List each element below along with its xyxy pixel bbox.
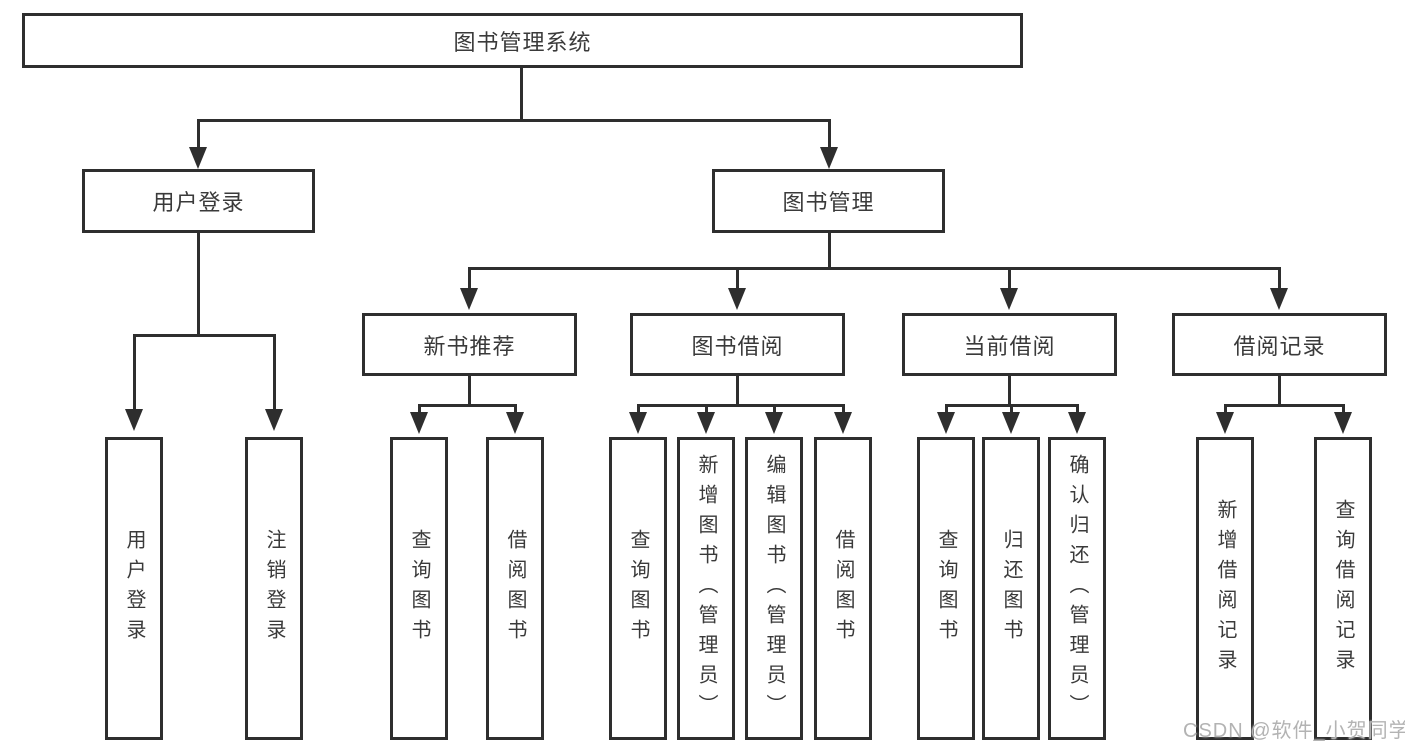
connector-line	[197, 119, 200, 150]
leaf-borrow-book: 借阅图书	[814, 437, 872, 740]
connector-line	[1076, 404, 1079, 413]
connector-line	[1224, 404, 1227, 413]
connector-line	[828, 119, 831, 150]
leaf-current-confirm: 确认归还（管理员）	[1048, 437, 1106, 740]
connector-line	[1224, 404, 1345, 407]
connector-line	[842, 404, 845, 413]
arrowhead-down-icon	[629, 412, 647, 434]
leaf-newbook-query: 查询图书	[390, 437, 448, 740]
node-borrow-record-label: 借阅记录	[1233, 333, 1326, 359]
csdn-watermark: CSDN @软件_小贺同学	[1183, 720, 1405, 742]
connector-line	[133, 334, 276, 337]
connector-line	[828, 233, 831, 269]
leaf-borrow-query-label: 查询图书	[627, 528, 649, 649]
leaf-current-return-label: 归还图书	[1000, 528, 1022, 649]
node-user-login: 用户登录	[82, 169, 315, 233]
connector-line	[197, 119, 831, 122]
leaf-user-login: 用户登录	[105, 437, 163, 740]
connector-line	[1342, 404, 1345, 413]
arrowhead-down-icon	[189, 147, 207, 169]
arrowhead-down-icon	[728, 288, 746, 310]
arrowhead-down-icon	[265, 409, 283, 431]
arrowhead-down-icon	[410, 412, 428, 434]
node-root-label: 图书管理系统	[453, 29, 592, 55]
leaf-borrow-edit: 编辑图书（管理员）	[745, 437, 803, 740]
connector-line	[197, 233, 200, 336]
leaf-current-query-label: 查询图书	[935, 528, 957, 649]
leaf-logout: 注销登录	[245, 437, 303, 740]
leaf-current-return: 归还图书	[982, 437, 1040, 740]
connector-line	[468, 267, 471, 289]
arrowhead-down-icon	[834, 412, 852, 434]
connector-line	[1010, 404, 1013, 413]
node-book-management-label: 图书管理	[782, 190, 875, 215]
leaf-borrow-add: 新增图书（管理员）	[677, 437, 735, 740]
connector-line	[773, 404, 776, 413]
arrowhead-down-icon	[1068, 412, 1086, 434]
leaf-newbook-borrow-label: 借阅图书	[504, 528, 526, 649]
arrowhead-down-icon	[1334, 412, 1352, 434]
leaf-borrow-query: 查询图书	[609, 437, 667, 740]
connector-line	[1278, 376, 1281, 407]
leaf-user-login-label: 用户登录	[123, 528, 145, 649]
node-new-book-recommend: 新书推荐	[362, 313, 577, 376]
connector-line	[418, 404, 421, 413]
connector-line	[514, 404, 517, 413]
connector-line	[520, 68, 523, 120]
leaf-newbook-borrow: 借阅图书	[486, 437, 544, 740]
node-current-borrow: 当前借阅	[902, 313, 1117, 376]
leaf-current-confirm-label: 确认归还（管理员）	[1066, 453, 1088, 724]
connector-line	[468, 267, 1281, 270]
leaf-borrow-add-label: 新增图书（管理员）	[695, 453, 717, 724]
arrowhead-down-icon	[1216, 412, 1234, 434]
node-new-book-recommend-label: 新书推荐	[423, 333, 516, 359]
leaf-current-query: 查询图书	[917, 437, 975, 740]
connector-line	[945, 404, 948, 413]
arrowhead-down-icon	[937, 412, 955, 434]
connector-line	[1008, 267, 1011, 289]
arrowhead-down-icon	[820, 147, 838, 169]
node-book-borrow-label: 图书借阅	[691, 333, 784, 359]
connector-line	[1278, 267, 1281, 289]
connector-line	[736, 376, 739, 407]
connector-line	[736, 267, 739, 289]
arrowhead-down-icon	[125, 409, 143, 431]
node-user-login-label: 用户登录	[152, 190, 245, 215]
arrowhead-down-icon	[697, 412, 715, 434]
node-current-borrow-label: 当前借阅	[963, 333, 1056, 359]
leaf-record-query-label: 查询借阅记录	[1332, 498, 1354, 679]
node-borrow-record: 借阅记录	[1172, 313, 1387, 376]
leaf-record-add: 新增借阅记录	[1196, 437, 1254, 740]
connector-line	[273, 334, 276, 410]
node-root: 图书管理系统	[22, 13, 1023, 68]
leaf-logout-label: 注销登录	[263, 528, 285, 649]
leaf-borrow-edit-label: 编辑图书（管理员）	[763, 453, 785, 724]
connector-line	[705, 404, 708, 413]
leaf-record-add-label: 新增借阅记录	[1214, 498, 1236, 679]
leaf-borrow-book-label: 借阅图书	[832, 528, 854, 649]
arrowhead-down-icon	[506, 412, 524, 434]
leaf-newbook-query-label: 查询图书	[408, 528, 430, 649]
arrowhead-down-icon	[460, 288, 478, 310]
leaf-record-query: 查询借阅记录	[1314, 437, 1372, 740]
arrowhead-down-icon	[1270, 288, 1288, 310]
arrowhead-down-icon	[1000, 288, 1018, 310]
node-book-borrow: 图书借阅	[630, 313, 845, 376]
connector-line	[637, 404, 640, 413]
arrowhead-down-icon	[765, 412, 783, 434]
connector-line	[468, 376, 471, 407]
connector-line	[418, 404, 517, 407]
node-book-management: 图书管理	[712, 169, 945, 233]
arrowhead-down-icon	[1002, 412, 1020, 434]
connector-line	[133, 334, 136, 410]
connector-line	[637, 404, 845, 407]
connector-line	[1008, 376, 1011, 407]
